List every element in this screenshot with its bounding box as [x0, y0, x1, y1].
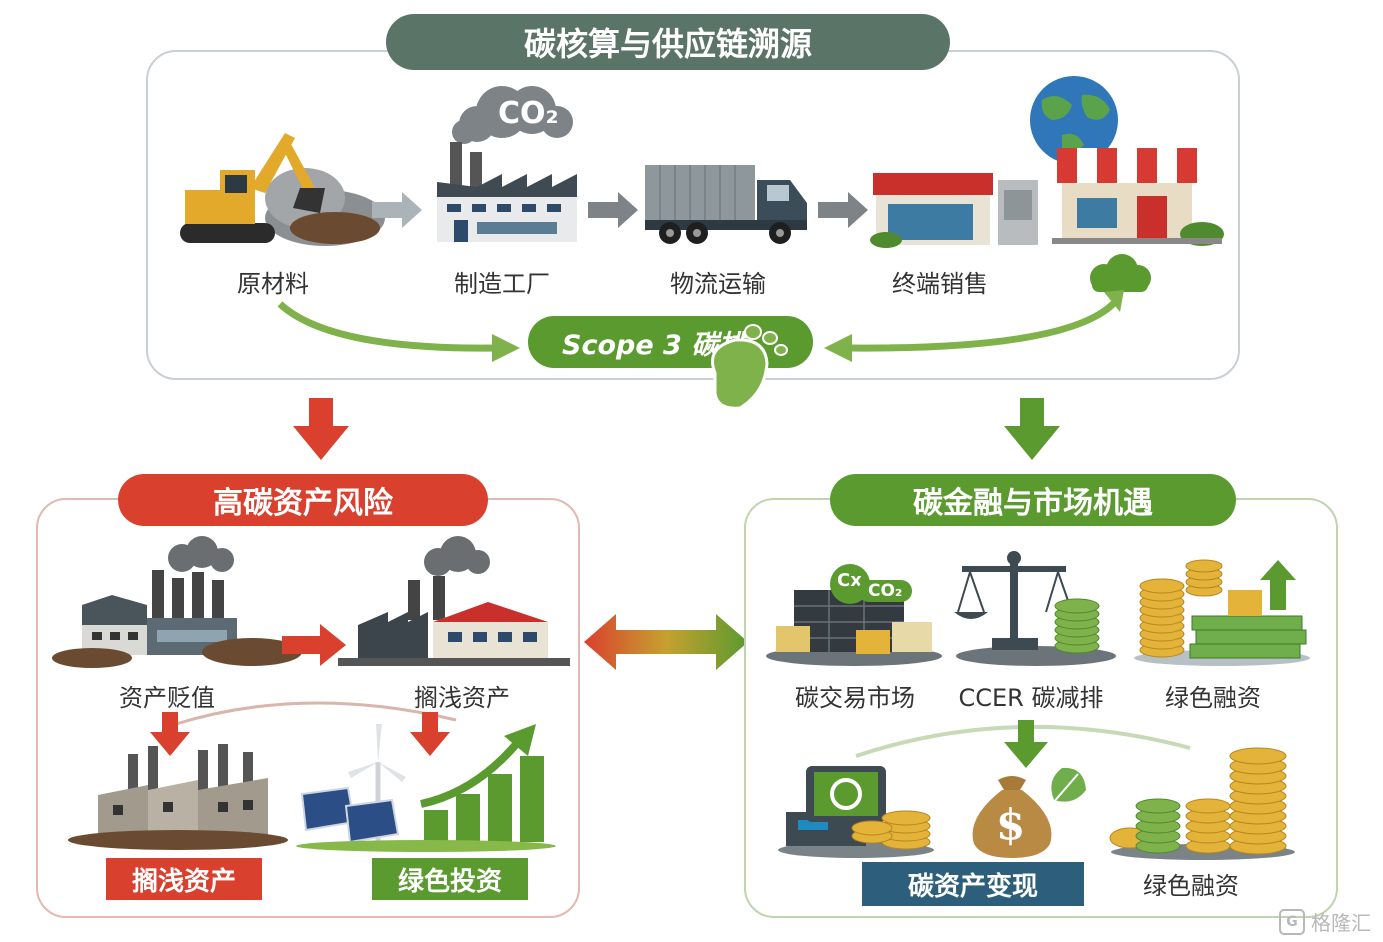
transition-arrow-red [282, 624, 346, 666]
renewable-energy-icon [296, 724, 556, 852]
supply-chain-title-text: 碳核算与供应链溯源 [523, 25, 812, 63]
label-ccer: CCER 碳减排 [958, 684, 1104, 712]
green-finance-icon [1134, 559, 1310, 666]
risk-title-text: 高碳资产风险 [213, 486, 393, 521]
payment-terminal-icon [778, 766, 934, 858]
carbon-asset-tag: 碳资产变现 [862, 862, 1084, 906]
step-label-retail: 终端销售 [892, 270, 988, 298]
label-green-finance-bottom: 绿色融资 [1143, 872, 1239, 900]
green-investment-tag-text: 绿色投资 [397, 866, 502, 897]
co2-cloud-label: CO₂ [498, 96, 559, 131]
shop-icon [1052, 148, 1224, 246]
stranded-asset-tag-text: 搁浅资产 [131, 866, 236, 897]
watermark: G 格隆汇 [1279, 907, 1371, 936]
watermark-logo-icon: G [1279, 908, 1305, 935]
step-label-logistics: 物流运输 [670, 270, 766, 298]
store-icon [870, 173, 1038, 248]
risk-title: 高碳资产风险 [118, 474, 488, 526]
watermark-text: 格隆汇 [1311, 911, 1371, 935]
cloud-icon [1090, 254, 1151, 292]
down-arrow-green-small [1004, 720, 1048, 768]
supply-chain-title: 碳核算与供应链溯源 [386, 14, 950, 70]
coin-stack-icon [1109, 747, 1295, 860]
left-arc [175, 701, 457, 726]
money-bag-icon [972, 767, 1086, 858]
label-carbon-trading: 碳交易市场 [795, 684, 915, 712]
stranded-asset-tag: 搁浅资产 [106, 858, 262, 900]
carbon-trading-icon [766, 564, 942, 666]
label-stranded-assets: 搁浅资产 [414, 684, 510, 712]
stranded-factory-icon [338, 536, 570, 666]
footprint-icon [711, 324, 788, 410]
opportunity-title: 碳金融与市场机遇 [830, 474, 1236, 526]
cx-label: Cx [837, 570, 862, 591]
double-arrow [584, 614, 748, 670]
flow-arrow-1 [372, 192, 422, 228]
curve-arrow-right [824, 290, 1124, 362]
trading-co2-label: CO₂ [858, 580, 913, 602]
flow-arrow-3 [818, 192, 868, 228]
step-label-factory: 制造工厂 [454, 270, 550, 298]
dollar-sign: $ [996, 800, 1026, 849]
down-arrow-red [293, 398, 349, 460]
step-label-raw-material: 原材料 [237, 270, 309, 298]
curve-arrow-left [277, 301, 520, 362]
carbon-asset-tag-text: 碳资产变现 [907, 871, 1038, 902]
globe-icon [1030, 76, 1118, 164]
abandoned-factory-icon [68, 744, 288, 850]
scales-icon [954, 551, 1116, 666]
polluting-factory-icon [52, 536, 302, 668]
excavator-icon [180, 133, 385, 246]
opportunity-title-text: 碳金融与市场机遇 [913, 486, 1153, 521]
down-arrow-green [1004, 398, 1060, 460]
down-arrow-small-right [410, 712, 450, 756]
scope3-badge: Scope 3 碳排 [528, 316, 813, 368]
green-investment-tag: 绿色投资 [372, 858, 528, 900]
flow-arrow-2 [588, 192, 638, 228]
label-green-finance: 绿色融资 [1165, 684, 1261, 712]
truck-icon [645, 165, 807, 244]
factory-icon [437, 86, 577, 242]
label-asset-devaluation: 资产贬值 [119, 684, 215, 712]
down-arrow-small-left [150, 712, 190, 756]
